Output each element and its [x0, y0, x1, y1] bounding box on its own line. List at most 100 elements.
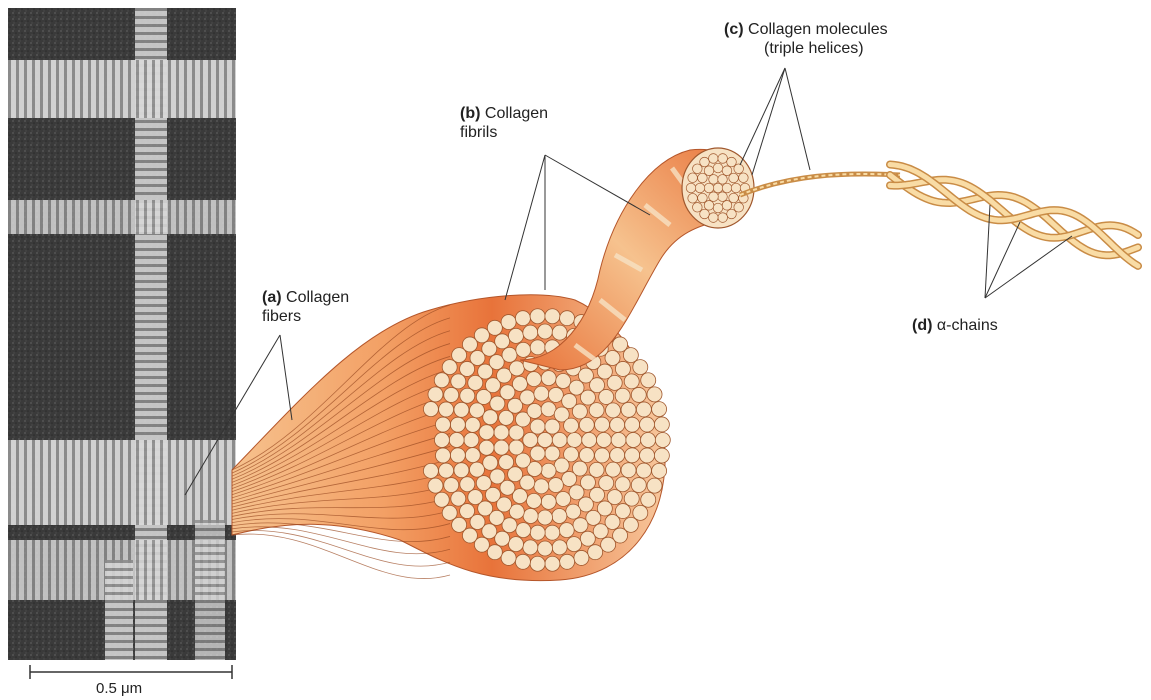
fibril-cross-section — [501, 315, 516, 330]
fibril-cross-section — [495, 334, 510, 349]
fibril-cross-section — [530, 419, 545, 434]
fibril-cross-section — [655, 433, 670, 448]
fibril-cross-section — [487, 545, 502, 560]
molecule-cross-section — [700, 157, 710, 167]
scale-bar-label: 0.5 μm — [96, 680, 142, 697]
fibril-cross-section — [469, 462, 484, 477]
fibril-cross-section — [606, 462, 621, 477]
molecule-cross-section — [734, 164, 744, 174]
fibril-cross-section — [444, 478, 459, 493]
fibril-cross-section — [552, 325, 567, 340]
fibril-cross-section — [527, 404, 542, 419]
fibril-cross-section — [428, 387, 443, 402]
fibril-cross-section — [552, 433, 567, 448]
fibril-cross-section — [523, 540, 538, 555]
fibril-cross-section — [595, 417, 610, 432]
fibril-cross-section — [530, 309, 545, 324]
molecule-cross-section — [704, 183, 714, 193]
triple-helix-rope — [740, 174, 900, 195]
fibril-cross-section — [560, 311, 575, 326]
label-collagen-molecules: (c) Collagen molecules (triple helices) — [724, 20, 888, 58]
fibril-cross-section — [439, 402, 454, 417]
molecule-cross-section — [722, 183, 732, 193]
fibril-cross-section — [465, 417, 480, 432]
fibril-cross-section — [483, 410, 498, 425]
fibril-cross-section — [520, 390, 535, 405]
fibril-cross-section — [564, 418, 579, 433]
fibril-cross-section — [509, 440, 524, 455]
molecule-cross-section — [718, 175, 728, 185]
fibril-cross-section — [474, 328, 489, 343]
molecule-cross-section — [709, 175, 719, 185]
fibril-cross-section — [530, 340, 545, 355]
fibril-cross-section — [579, 417, 594, 432]
fibril-cross-section — [610, 417, 625, 432]
molecule-cross-section — [686, 183, 696, 193]
fibril-cross-section — [606, 403, 621, 418]
fibril-cross-section — [464, 433, 479, 448]
fibril-cross-section — [442, 360, 457, 375]
molecule-cross-section — [704, 166, 714, 176]
fibril-cross-section — [552, 509, 567, 524]
fibril-cross-section — [449, 433, 464, 448]
fibril-cross-section — [626, 433, 641, 448]
fibril-cross-section — [595, 448, 610, 463]
fibril-cross-section — [435, 417, 450, 432]
fibril-cross-section — [526, 493, 541, 508]
fibril-cross-section — [501, 550, 516, 565]
fibril-cross-section — [512, 376, 527, 391]
fibril-cross-section — [495, 531, 510, 546]
molecule-cross-section — [713, 183, 723, 193]
molecule-cross-section — [709, 213, 719, 223]
fibril-cross-section — [624, 374, 639, 389]
collagen-molecule-bundle-end — [682, 148, 754, 228]
fibril-cross-section — [545, 419, 560, 434]
fibril-cross-section — [494, 440, 509, 455]
fibril-cross-section — [434, 492, 449, 507]
fibril-cross-section — [641, 433, 656, 448]
molecule-cross-section — [739, 173, 749, 183]
fibril-cross-section — [534, 479, 549, 494]
fibril-cross-section — [631, 478, 646, 493]
fibril-cross-section — [545, 556, 560, 571]
fibril-cross-section — [654, 448, 669, 463]
fibril-cross-section — [599, 389, 614, 404]
fibril-cross-section — [515, 453, 530, 468]
fibril-cross-section — [652, 402, 667, 417]
fibril-cross-section — [454, 463, 469, 478]
molecule-cross-section — [688, 193, 698, 203]
fibril-cross-section — [601, 537, 616, 552]
molecule-cross-section — [718, 213, 728, 223]
fibril-cross-section — [545, 309, 560, 324]
fibril-cross-section — [625, 448, 640, 463]
fibril-cross-section — [538, 433, 553, 448]
fibril-cross-section — [538, 541, 553, 556]
fibril-cross-section — [423, 402, 438, 417]
fibril-cross-section — [615, 388, 630, 403]
fibril-cross-section — [423, 463, 438, 478]
fibril-cross-section — [548, 478, 563, 493]
fibril-cross-section — [428, 478, 443, 493]
fibril-cross-section — [442, 505, 457, 520]
fibril-cross-section — [523, 325, 538, 340]
fibril-cross-section — [450, 417, 465, 432]
fibril-cross-section — [560, 554, 575, 569]
fibril-cross-section — [589, 403, 604, 418]
fibril-cross-section — [523, 509, 538, 524]
fibril-cross-section — [579, 448, 594, 463]
fibril-cross-section — [523, 433, 538, 448]
fibril-cross-section — [508, 537, 523, 552]
fibril-cross-section — [439, 463, 454, 478]
fibril-cross-section — [633, 360, 648, 375]
fibril-cross-section — [545, 525, 560, 540]
fibril-cross-section — [468, 490, 483, 505]
fibril-cross-section — [454, 402, 469, 417]
fibril-cross-section — [589, 462, 604, 477]
fibril-cross-section — [476, 476, 491, 491]
fibril-cross-section — [450, 448, 465, 463]
label-collagen-fibers: (a) Collagen fibers — [262, 288, 349, 326]
molecule-cross-section — [718, 192, 728, 202]
molecule-cross-section — [698, 193, 708, 203]
fibril-cross-section — [641, 492, 656, 507]
fibril-cross-section — [545, 446, 560, 461]
